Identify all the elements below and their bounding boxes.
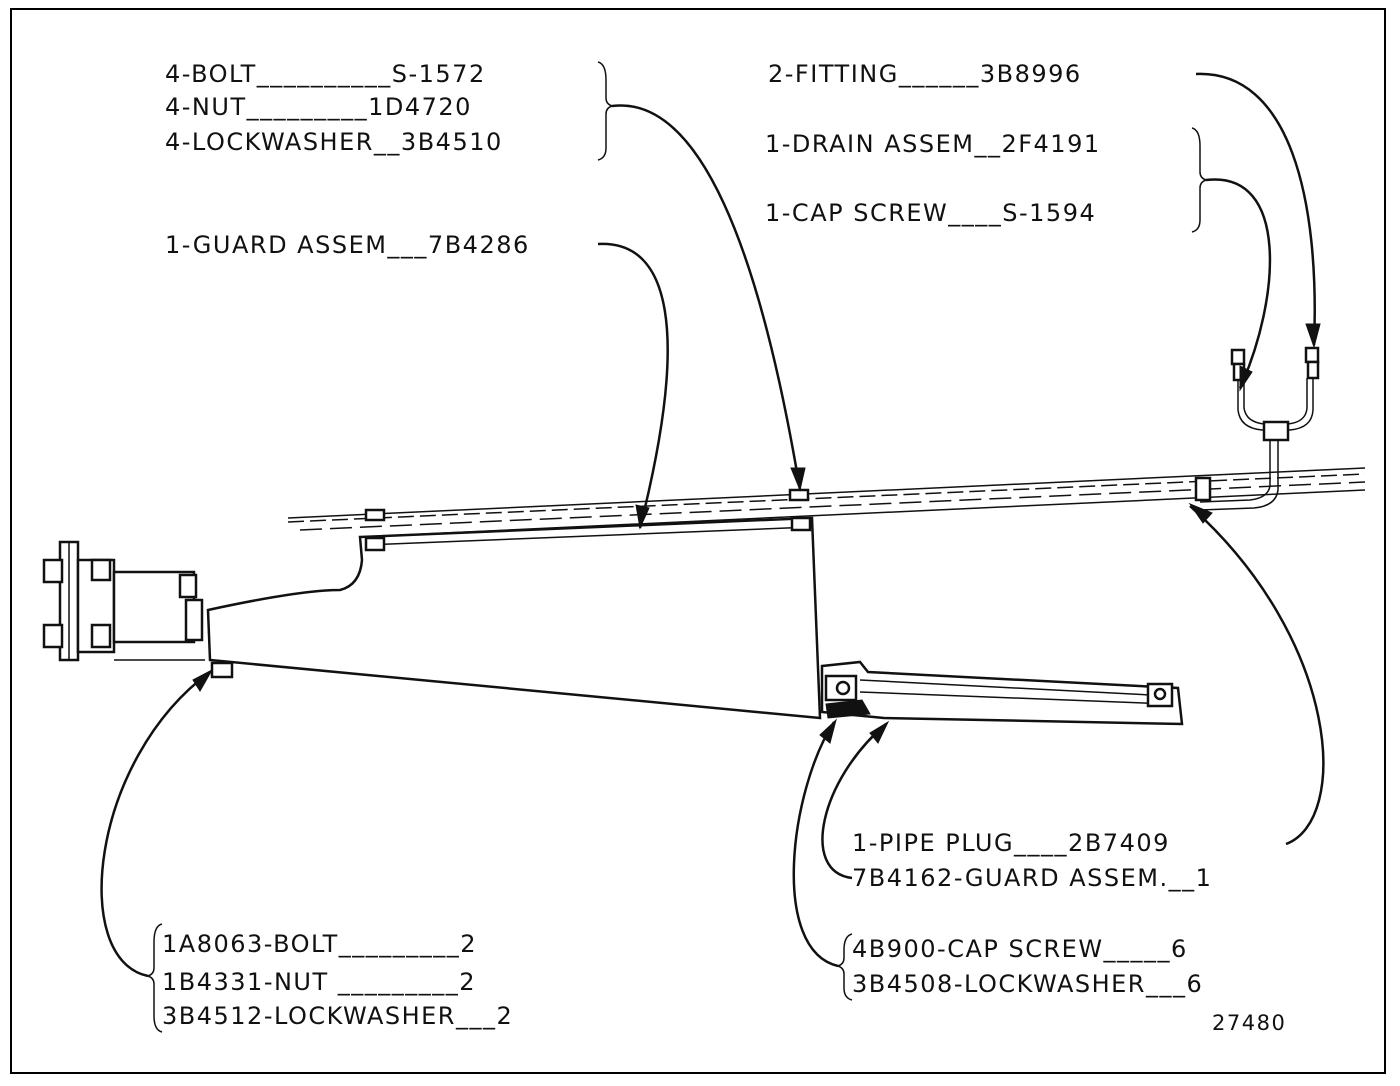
label-lockwasher: 4-LOCKWASHER__3B4510 — [165, 128, 503, 156]
label-guard-assem: 1-GUARD ASSEM___7B4286 — [165, 231, 530, 259]
leader-bolt-group — [611, 104, 806, 492]
brace-bolt-group — [597, 61, 615, 161]
label-cap-screw: 1-CAP SCREW____S-1594 — [765, 199, 1096, 227]
label-left-lockwasher: 3B4512-LOCKWASHER___2 — [162, 1002, 513, 1030]
guard-top-flange — [365, 526, 813, 546]
leader-capscrew-group — [792, 718, 839, 968]
leader-left-group — [100, 668, 214, 978]
leader-guard-lower — [821, 720, 890, 880]
leader-fitting — [1195, 72, 1321, 349]
label-pipe-plug: 1-PIPE PLUG____2B7409 — [852, 829, 1170, 857]
label-drain-assem: 1-DRAIN ASSEM__2F4191 — [765, 130, 1101, 158]
label-nut: 4-NUT_________1D4720 — [165, 93, 472, 121]
bolt-head — [788, 488, 812, 532]
figure-border — [10, 8, 1386, 1074]
label-guard-lower: 7B4162-GUARD ASSEM.__1 — [852, 864, 1212, 892]
label-left-nut: 1B4331-NUT _________2 — [162, 968, 476, 996]
label-lockwasher-6: 3B4508-LOCKWASHER___6 — [852, 970, 1203, 998]
leader-drain — [1205, 178, 1272, 392]
leader-pipe-plug — [1188, 502, 1325, 846]
drain-assembly — [1194, 346, 1320, 511]
label-fitting: 2-FITTING______3B8996 — [768, 60, 1082, 88]
label-capscrew-6: 4B900-CAP SCREW_____6 — [852, 935, 1188, 963]
leader-guard-assem — [597, 242, 669, 530]
brace-capscrew-group — [835, 933, 853, 1001]
brace-drain-group — [1191, 127, 1209, 233]
figure-number: 27480 — [1212, 1011, 1286, 1035]
label-left-bolt: 1A8063-BOLT_________2 — [162, 930, 477, 958]
bolt-head — [210, 661, 234, 679]
brace-left-group — [145, 923, 163, 1033]
bolt-head — [364, 508, 386, 552]
label-bolt: 4-BOLT__________S-1572 — [165, 60, 486, 88]
lower-guard-assembly — [820, 660, 1184, 726]
guard-assembly-body — [206, 516, 822, 720]
left-mounting-bracket — [42, 540, 205, 662]
